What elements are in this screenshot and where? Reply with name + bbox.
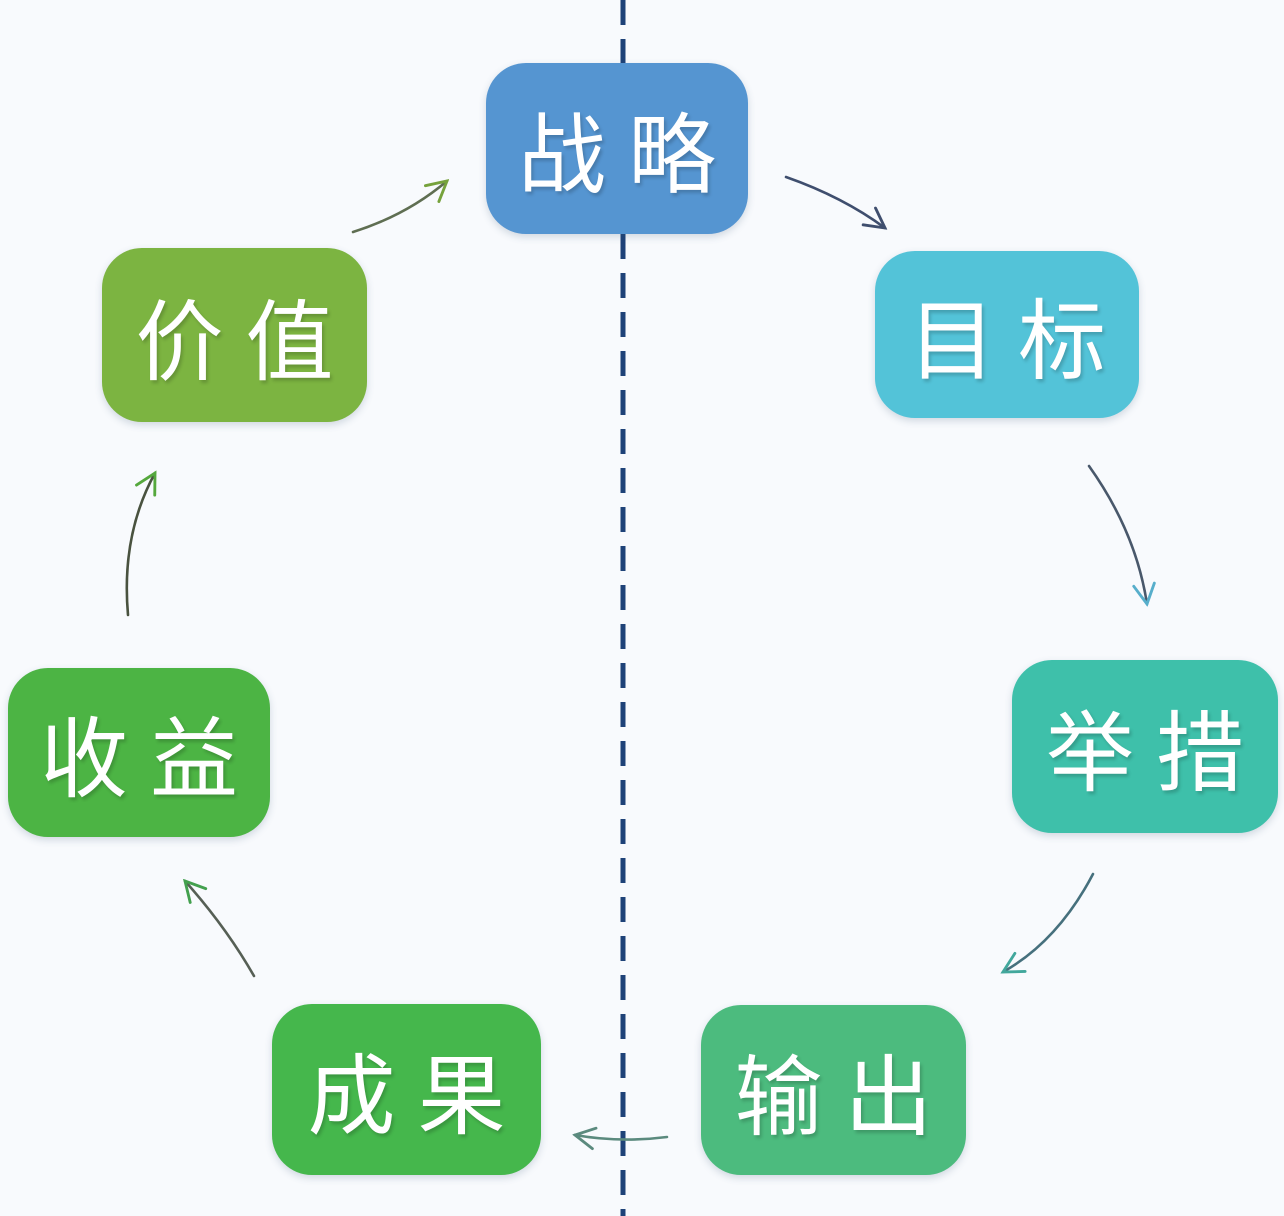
node-benefits: 收益 [8,668,270,837]
arrow-goal-to-measures [1087,464,1147,604]
node-output-label: 输出 [734,1047,955,1147]
node-measures-label: 举措 [1045,704,1266,803]
node-benefits-label: 收益 [39,710,260,809]
arrow-strategy-to-goal [784,175,885,228]
node-goal: 目标 [875,251,1139,418]
arrow-results-to-benefits [185,881,256,978]
node-strategy-label: 战略 [517,106,738,205]
node-results-label: 成果 [307,1047,528,1146]
node-output: 输出 [701,1005,966,1175]
node-value-label: 价值 [135,292,356,392]
arrow-value-to-strategy [351,181,447,234]
node-measures: 举措 [1012,660,1278,833]
node-goal-label: 目标 [907,292,1128,391]
arrow-output-to-results [575,1135,669,1140]
node-strategy: 战略 [486,63,748,234]
node-results: 成果 [272,1004,541,1175]
arrow-benefits-to-value [125,473,155,617]
node-value: 价值 [102,248,367,422]
arrow-measures-to-output [1003,872,1095,972]
